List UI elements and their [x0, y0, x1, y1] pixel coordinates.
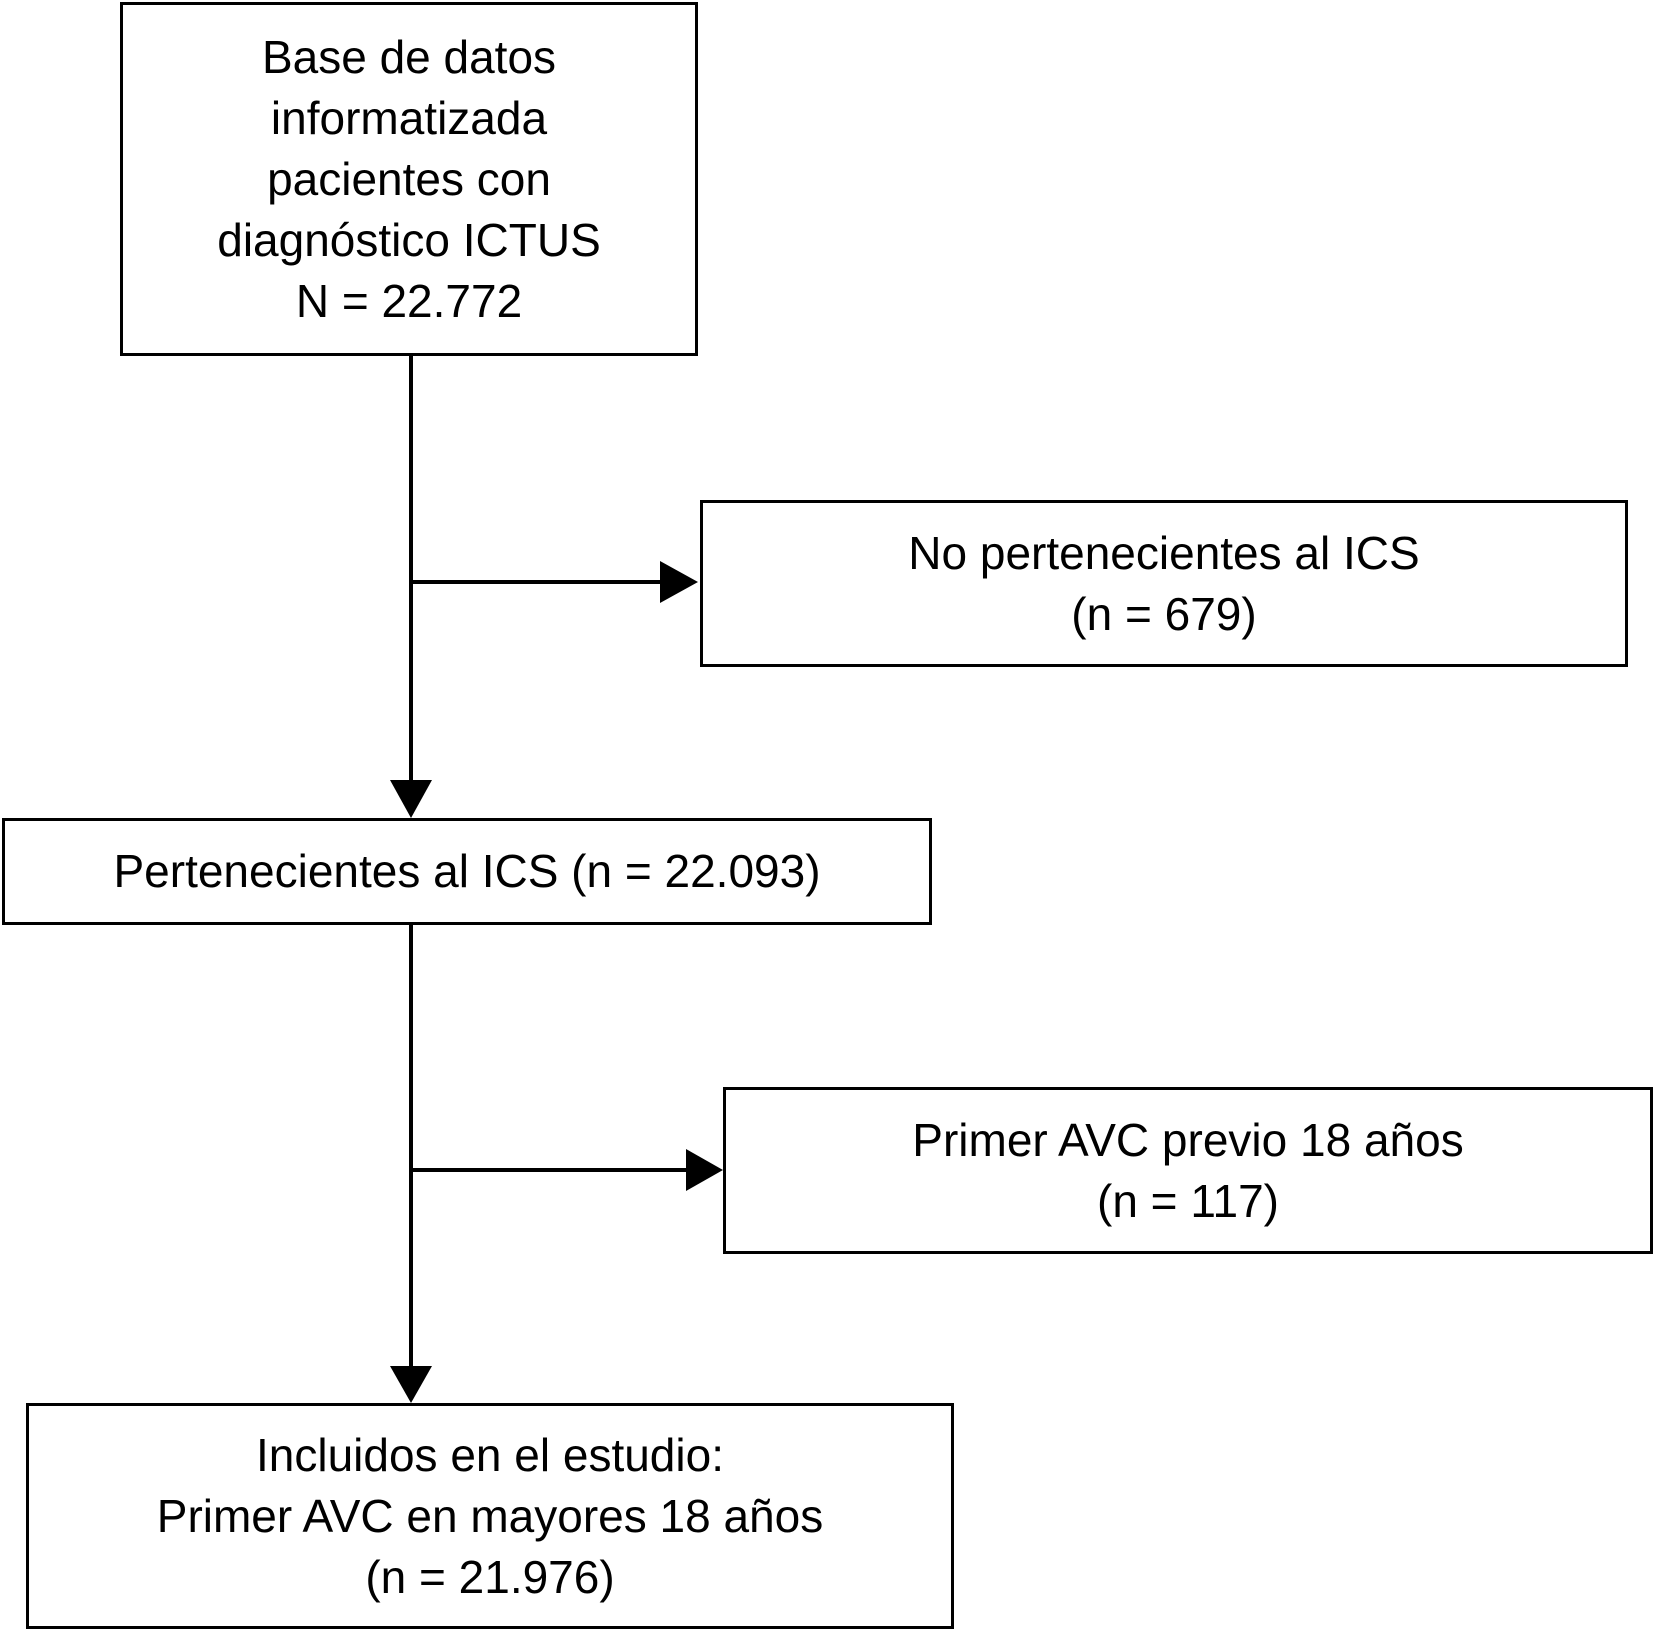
node-database-line-2: informatizada: [270, 91, 548, 144]
node-excluded-age: Primer AVC previo 18 años (n = 117): [723, 1087, 1653, 1254]
node-excluded-ics-line-1: No pertenecientes al ICS: [908, 526, 1420, 579]
node-ics-members-line-1: Pertenecientes al ICS (n = 22.093): [113, 845, 821, 897]
node-excluded-ics: No pertenecientes al ICS (n = 679): [700, 500, 1628, 667]
node-database-line-5: N = 22.772: [295, 274, 523, 327]
arrowhead-to-ics-members: [390, 780, 432, 818]
node-excluded-age-line-1: Primer AVC previo 18 años: [912, 1113, 1464, 1166]
node-included: Incluidos en el estudio: Primer AVC en m…: [26, 1403, 954, 1629]
node-included-line-1: Incluidos en el estudio:: [256, 1428, 724, 1481]
node-database-line-3: pacientes con: [267, 152, 551, 205]
node-database-line-4: diagnóstico ICTUS: [217, 213, 601, 266]
node-ics-members: Pertenecientes al ICS (n = 22.093): [2, 818, 932, 925]
arrowhead-to-excluded-ics: [660, 561, 698, 603]
node-excluded-ics-line-2: (n = 679): [1071, 587, 1257, 640]
node-included-line-3: (n = 21.976): [365, 1550, 615, 1603]
node-database-line-1: Base de datos: [261, 30, 557, 83]
arrowhead-to-excluded-age: [686, 1149, 723, 1191]
arrowhead-to-included: [390, 1366, 432, 1403]
node-excluded-age-line-2: (n = 117): [1097, 1174, 1279, 1227]
node-database: Base de datos informatizada pacientes co…: [120, 2, 698, 356]
node-included-line-2: Primer AVC en mayores 18 años: [156, 1489, 824, 1542]
